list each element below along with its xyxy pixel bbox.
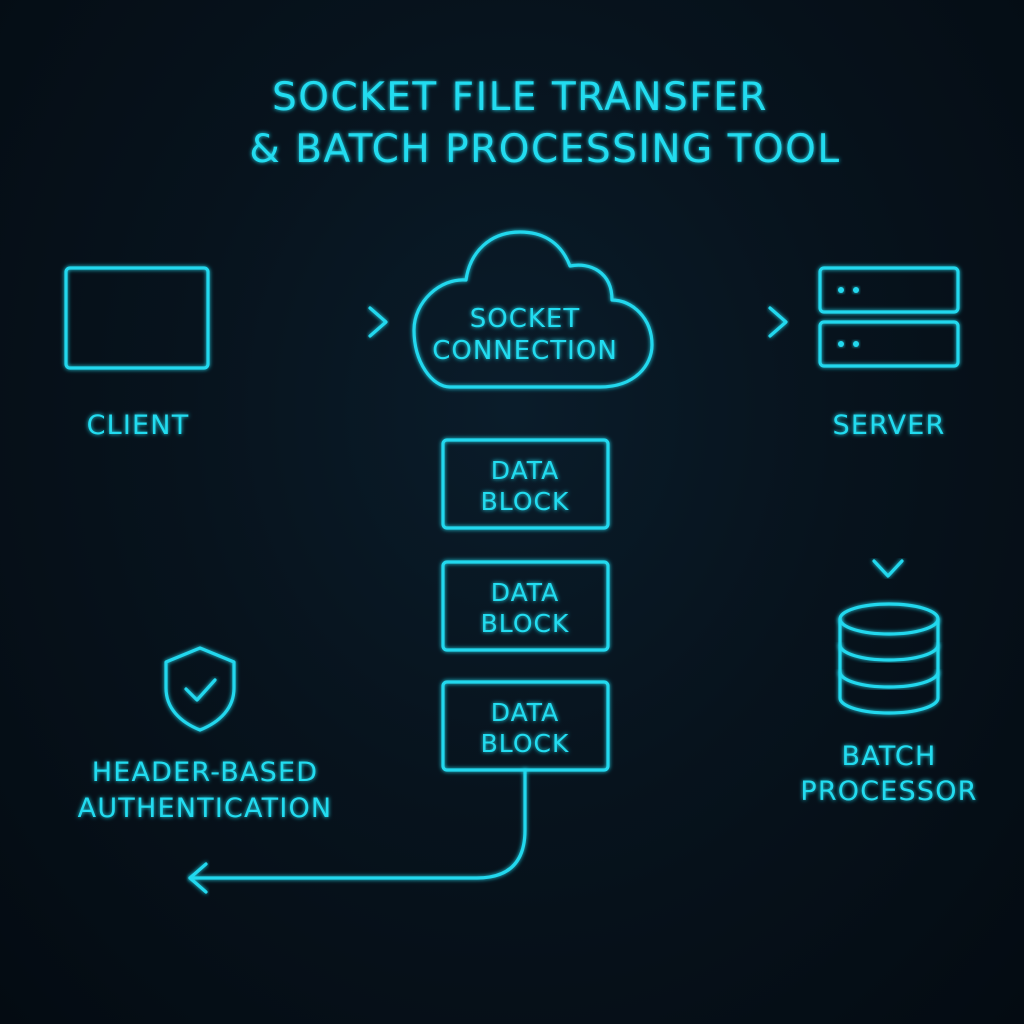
client-label: CLIENT xyxy=(87,410,190,441)
data-block xyxy=(441,680,610,772)
title-line-1: SOCKET FILE TRANSFER xyxy=(272,75,768,120)
arrow-socket-to-server xyxy=(666,306,788,338)
monitor-icon xyxy=(64,266,210,389)
socket-label-line-2: CONNECTION xyxy=(432,336,618,366)
cloud-icon xyxy=(412,230,654,389)
title-line-2: & BATCH PROCESSING TOOL xyxy=(249,127,840,172)
server-label: SERVER xyxy=(833,410,946,441)
arrow-server-to-batch xyxy=(872,458,904,578)
data-block-label-line-1: DATA xyxy=(491,578,559,607)
auth-label-line-1: HEADER-BASED xyxy=(92,757,319,788)
data-block xyxy=(441,560,610,652)
data-flow-line xyxy=(188,388,527,894)
data-block-label-line-2: BLOCK xyxy=(481,487,570,516)
database-icon xyxy=(838,602,940,715)
data-block xyxy=(441,438,610,530)
data-block-label-line-2: BLOCK xyxy=(481,729,570,758)
auth-label-line-2: AUTHENTICATION xyxy=(78,793,333,824)
data-block-label-line-1: DATA xyxy=(491,698,559,727)
arrow-client-to-socket xyxy=(236,306,388,338)
batch-label-line-2: PROCESSOR xyxy=(800,776,977,807)
batch-label-line-1: BATCH xyxy=(842,741,937,772)
shield-check-icon xyxy=(164,646,236,732)
socket-label-line-1: SOCKET xyxy=(470,304,580,334)
data-block-label-line-1: DATA xyxy=(491,456,559,485)
server-rack-icon xyxy=(818,266,960,389)
data-block-label-line-2: BLOCK xyxy=(481,609,570,638)
